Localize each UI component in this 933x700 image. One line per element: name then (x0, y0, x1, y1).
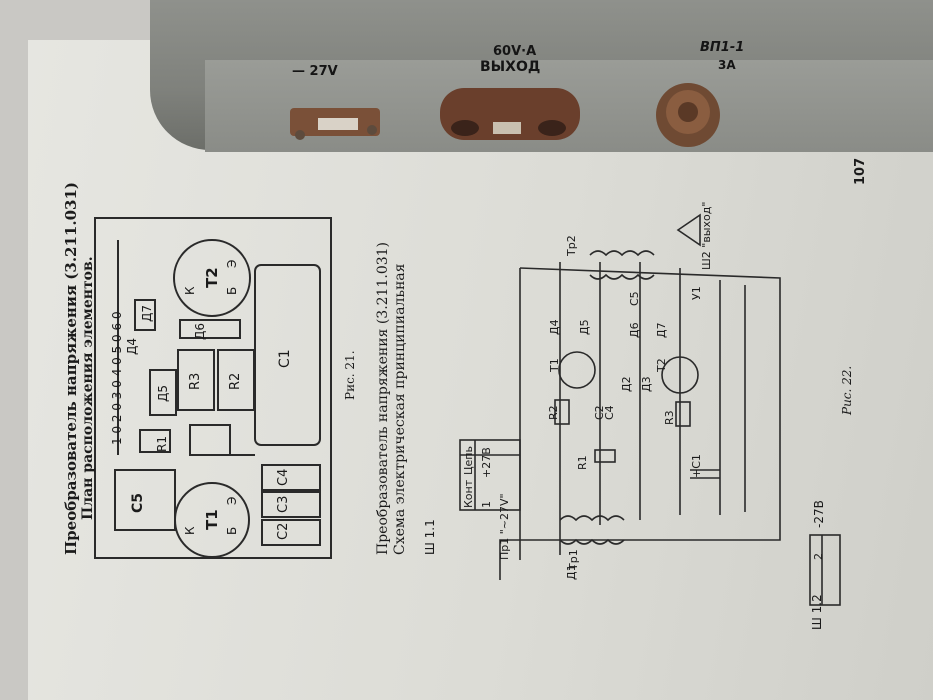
d2-label: Д2 (620, 376, 633, 392)
c1-label: +С1 (690, 454, 703, 478)
fuse-holder (656, 83, 720, 147)
fig21-c1-label: С1 (277, 349, 293, 368)
fig21-t1-label: Т1 (203, 509, 221, 530)
t2-transistor (173, 239, 251, 317)
tr2-label: Тр2 (565, 235, 578, 256)
d1-label: Д1 (565, 564, 578, 580)
fig21-c4-label: С4 (276, 468, 291, 486)
fig21-d7-label: Д7 (140, 304, 154, 322)
fig21-t2-label: Т2 (203, 267, 221, 288)
r1-label: R1 (576, 455, 589, 470)
output-jack (676, 213, 701, 247)
fig21-board (94, 217, 332, 559)
t2-label: Т2 (655, 358, 668, 372)
c4-label: С4 (603, 405, 616, 420)
d5-label: Д5 (578, 319, 591, 335)
tr1-winding (559, 515, 625, 522)
fig21-d4-label: Д4 (125, 337, 139, 355)
output-sh2-label: Ш2 "выход" (700, 201, 713, 270)
d4-label: Д4 (548, 319, 561, 335)
connector-sh12-pin: 2 (812, 553, 825, 560)
fig22-schematic (459, 213, 841, 606)
fig21-title: Преобразователь напряжения (3.211.031) (62, 182, 80, 555)
fig21-t1-k-label: К (183, 526, 197, 535)
fig21-t2-b-label: Б (225, 286, 239, 295)
device-fuse-label: ВП1-1 (700, 40, 745, 55)
fig21-r2-label: R2 (228, 372, 243, 390)
fig21-d6-label: Д6 (193, 322, 207, 340)
connector-sh11-net: +27В (480, 447, 493, 478)
t1-transistor-symbol (558, 351, 596, 389)
connector-sh11-name: Ш 1.1 (423, 519, 437, 555)
r3-label: R3 (663, 410, 676, 425)
t1-transistor (174, 482, 250, 558)
device-output-rating-label: 60V·A (493, 44, 537, 59)
connector-sh12 (809, 534, 841, 606)
c5-label: С5 (628, 291, 641, 306)
fig21-d5-label: Д5 (156, 384, 170, 402)
fig21-caption: Рис. 21. (343, 350, 357, 400)
fig21-c5-label: С5 (130, 492, 146, 513)
fig21-terminal-row: 1 0 2 0 3 0 4 0 5 0 6 0 (110, 311, 124, 445)
d3-label: Д3 (640, 376, 653, 392)
r2-label: R2 (547, 405, 560, 420)
fig21-r3-label: R3 (188, 372, 203, 390)
fig22-title: Преобразователь напряжения (3.211.031) (375, 242, 391, 555)
fig21-t2-k-label: К (183, 286, 197, 295)
connector-sh11-col1: Конт (462, 479, 475, 508)
t1-label: Т1 (548, 358, 561, 372)
fig21-c2-label: С2 (276, 522, 291, 540)
device-output-label: ВЫХОД (480, 59, 541, 75)
output-socket (440, 88, 580, 140)
d7-label: Д7 (655, 322, 668, 338)
fig21-c3-label: С3 (276, 495, 291, 513)
fig21-t1-e-label: Э (225, 496, 239, 505)
d6-label: Д6 (628, 322, 641, 338)
fig22-subtitle: Схема электрическая принципиальная (392, 263, 408, 555)
fig21-subtitle: План расположения элементов. (80, 256, 96, 520)
connector-sh12-net: -27В (812, 500, 826, 528)
fig21-t2-e-label: Э (225, 259, 239, 268)
fig21-r1-label: R1 (155, 436, 169, 452)
fuse-pr1-label: Пр1 "~27V" (498, 493, 511, 560)
device-fuse-rating-label: 3А (718, 58, 736, 72)
c5-capacitor (114, 469, 176, 531)
connector-sh11-pin: 1 (480, 501, 493, 508)
tr2-winding (589, 250, 655, 257)
fig21-t1-b-label: Б (225, 526, 239, 535)
device-voltage-label: — 27V (292, 64, 338, 79)
t2-transistor-symbol (661, 356, 699, 394)
connector-sh11-col2: Цепь (462, 446, 475, 475)
power-terminal-block (290, 108, 380, 140)
page-number: 107 (853, 157, 868, 185)
u1-label: У1 (690, 286, 703, 300)
connector-sh12-name: Ш 1.2 (810, 594, 824, 630)
fig22-caption: Рис. 22. (840, 365, 854, 415)
